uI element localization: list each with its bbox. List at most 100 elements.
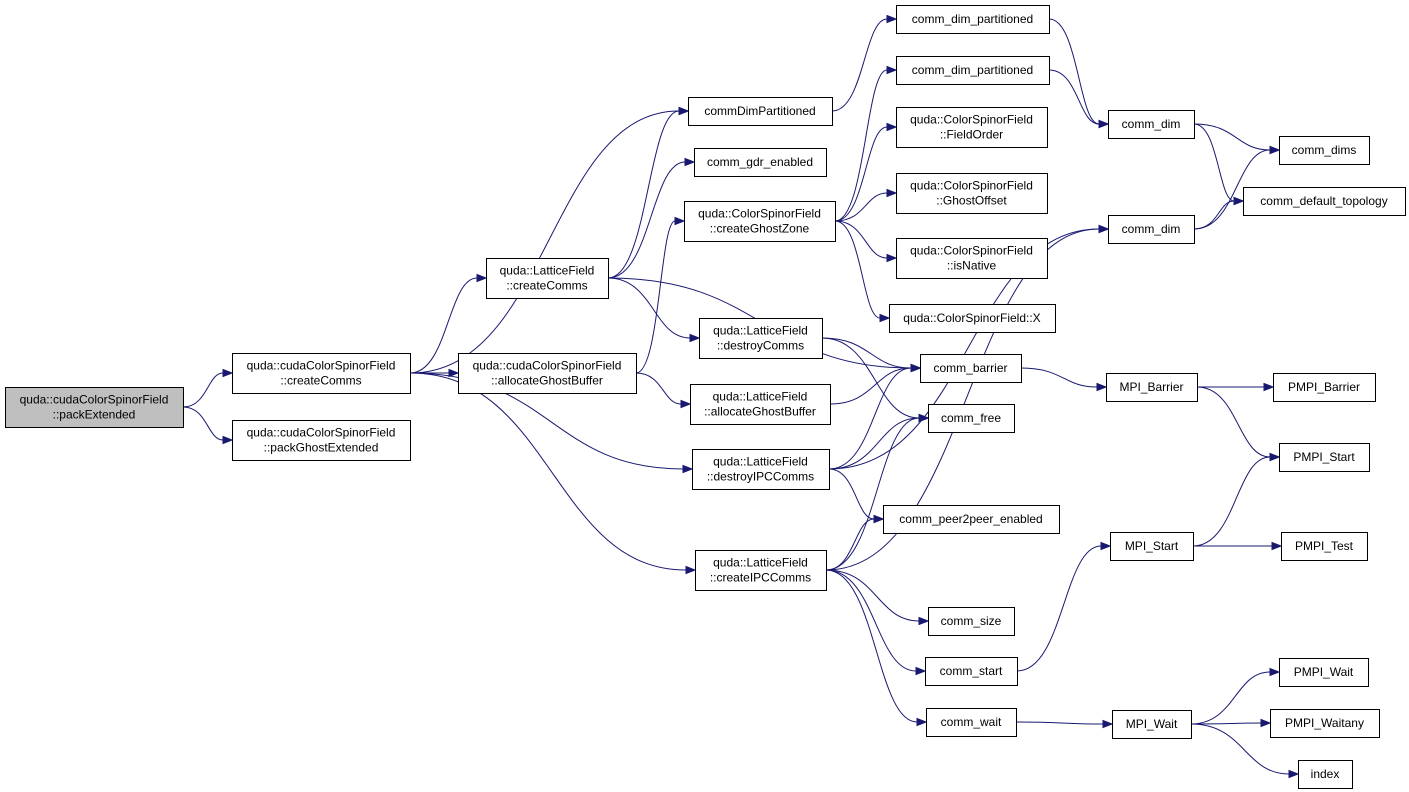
node-box bbox=[684, 201, 836, 242]
node-label: quda::ColorSpinorField bbox=[698, 207, 821, 221]
node-c-csf-allocate-ghost-buffer[interactable]: quda::cudaColorSpinorField::allocateGhos… bbox=[458, 353, 637, 394]
node-box bbox=[688, 97, 833, 126]
node-label: comm_dim_partitioned bbox=[912, 63, 1033, 77]
node-label: comm_peer2peer_enabled bbox=[899, 512, 1042, 526]
node-label: commDimPartitioned bbox=[704, 104, 815, 118]
node-label: comm_gdr_enabled bbox=[707, 155, 813, 169]
edge-line bbox=[635, 220, 676, 374]
node-box bbox=[1108, 110, 1195, 139]
node-lf-allocate-ghost-buffer[interactable]: quda::LatticeField::allocateGhostBuffer bbox=[690, 384, 831, 425]
node-comm-dim-partitioned[interactable]: commDimPartitioned bbox=[688, 97, 833, 126]
node-comm-dims[interactable]: comm_dims bbox=[1279, 136, 1370, 165]
edge-lf-allocate-ghost-buffer-to-comm-barrier bbox=[829, 363, 922, 405]
node-label: ::packGhostExtended bbox=[264, 441, 379, 455]
node-csf-create-ghost-zone[interactable]: quda::ColorSpinorField::createGhostZone bbox=[684, 201, 836, 242]
node-pack-extended[interactable]: quda::cudaColorSpinorField::packExtended bbox=[5, 387, 184, 428]
arrowhead bbox=[915, 666, 927, 676]
node-csf-is-native[interactable]: quda::ColorSpinorField::isNative bbox=[896, 238, 1048, 279]
node-label: PMPI_Waitany bbox=[1285, 716, 1364, 730]
node-box bbox=[1279, 443, 1370, 472]
node-comm-default-topology[interactable]: comm_default_topology bbox=[1243, 187, 1406, 216]
edge-line bbox=[825, 569, 917, 672]
node-comm-dim-2[interactable]: comm_dim bbox=[1108, 215, 1195, 244]
node-pmpi-wait[interactable]: PMPI_Wait bbox=[1279, 658, 1369, 687]
edge-line bbox=[607, 110, 680, 279]
edge-line bbox=[1193, 123, 1235, 202]
arrowhead bbox=[682, 464, 694, 474]
edge-comm-dim-partitioned-to-comm-dim-partitioned-1 bbox=[831, 14, 898, 112]
node-lf-create-comms[interactable]: quda::LatticeField::createComms bbox=[486, 258, 609, 299]
node-label: index bbox=[1311, 767, 1340, 781]
edge-line bbox=[1190, 723, 1290, 775]
edge-line bbox=[821, 337, 920, 419]
node-label: quda::cudaColorSpinorField bbox=[247, 359, 396, 373]
node-comm-dim-partitioned-2[interactable]: comm_dim_partitioned bbox=[896, 56, 1050, 85]
edge-line bbox=[834, 126, 888, 222]
arrowhead bbox=[680, 399, 692, 409]
node-box bbox=[920, 354, 1022, 383]
edge-line bbox=[825, 417, 920, 571]
edge-line bbox=[1196, 386, 1271, 458]
node-box bbox=[458, 353, 637, 394]
node-csf-x[interactable]: quda::ColorSpinorField::X bbox=[889, 304, 1056, 333]
edge-csf-create-ghost-zone-to-csf-ghost-offset bbox=[834, 188, 898, 222]
node-csf-field-order[interactable]: quda::ColorSpinorField::FieldOrder bbox=[896, 107, 1048, 148]
node-c-csf-create-comms[interactable]: quda::cudaColorSpinorField::createComms bbox=[232, 353, 411, 394]
node-pmpi-barrier[interactable]: PMPI_Barrier bbox=[1273, 373, 1376, 402]
node-comm-dim-1[interactable]: comm_dim bbox=[1108, 110, 1195, 139]
node-comm-free[interactable]: comm_free bbox=[928, 404, 1015, 433]
node-box bbox=[896, 56, 1050, 85]
node-pmpi-test[interactable]: PMPI_Test bbox=[1281, 532, 1368, 561]
node-pmpi-waitany[interactable]: PMPI_Waitany bbox=[1270, 709, 1380, 738]
edge-line bbox=[834, 220, 881, 319]
arrowhead bbox=[1263, 382, 1275, 392]
node-lf-destroy-ipccomms[interactable]: quda::LatticeField::destroyIPCComms bbox=[692, 449, 830, 490]
edge-line bbox=[831, 18, 888, 112]
node-box bbox=[1279, 658, 1369, 687]
node-label: comm_dims bbox=[1292, 143, 1357, 157]
node-comm-peer2peer-enabled[interactable]: comm_peer2peer_enabled bbox=[883, 505, 1060, 534]
node-box bbox=[1106, 373, 1198, 402]
node-label: ::createComms bbox=[506, 279, 587, 293]
arrowhead bbox=[918, 616, 930, 626]
edge-lf-create-ipccomms-to-comm-peer2peer-enabled bbox=[825, 514, 885, 571]
node-pmpi-start[interactable]: PMPI_Start bbox=[1279, 443, 1370, 472]
node-label: ::destroyIPCComms bbox=[707, 470, 814, 484]
node-label: quda::ColorSpinorField bbox=[910, 179, 1033, 193]
node-label: comm_dim bbox=[1122, 222, 1181, 236]
node-comm-gdr-enabled[interactable]: comm_gdr_enabled bbox=[694, 148, 827, 177]
node-label: quda::cudaColorSpinorField bbox=[247, 426, 396, 440]
edge-csf-create-ghost-zone-to-csf-is-native bbox=[834, 220, 898, 263]
node-mpi-start[interactable]: MPI_Start bbox=[1110, 532, 1194, 561]
edge-comm-dim-partitioned-2-to-comm-dim-1 bbox=[1048, 69, 1110, 129]
node-comm-barrier[interactable]: comm_barrier bbox=[920, 354, 1022, 383]
node-mpi-wait[interactable]: MPI_Wait bbox=[1112, 710, 1192, 739]
node-lf-create-ipccomms[interactable]: quda::LatticeField::createIPCComms bbox=[695, 550, 827, 591]
edge-line bbox=[409, 372, 687, 571]
node-comm-dim-partitioned-1[interactable]: comm_dim_partitioned bbox=[896, 5, 1050, 34]
node-pack-ghost-extended[interactable]: quda::cudaColorSpinorField::packGhostExt… bbox=[232, 420, 411, 461]
arrowhead bbox=[1096, 382, 1108, 392]
node-comm-wait[interactable]: comm_wait bbox=[926, 708, 1017, 737]
arrowhead bbox=[910, 363, 922, 373]
edge-c-csf-allocate-ghost-buffer-to-csf-create-ghost-zone bbox=[635, 216, 686, 374]
node-lf-destroy-comms[interactable]: quda::LatticeField::destroyComms bbox=[699, 318, 823, 359]
node-layer: quda::cudaColorSpinorField::packExtended… bbox=[5, 5, 1406, 789]
node-mpi-barrier[interactable]: MPI_Barrier bbox=[1106, 373, 1198, 402]
node-index[interactable]: index bbox=[1298, 760, 1353, 789]
node-comm-size[interactable]: comm_size bbox=[928, 607, 1015, 636]
arrowhead bbox=[689, 333, 701, 343]
node-label: MPI_Wait bbox=[1126, 717, 1178, 731]
node-csf-ghost-offset[interactable]: quda::ColorSpinorField::GhostOffset bbox=[896, 173, 1048, 214]
edge-line bbox=[1190, 671, 1271, 725]
edge-pack-extended-to-c-csf-create-comms bbox=[182, 368, 234, 408]
arrowhead bbox=[222, 368, 234, 378]
node-label: quda::ColorSpinorField bbox=[910, 244, 1033, 258]
arrowhead bbox=[678, 106, 690, 116]
arrowhead bbox=[873, 514, 885, 524]
node-label: quda::ColorSpinorField::X bbox=[903, 311, 1040, 325]
edge-lf-destroy-ipccomms-to-comm-free bbox=[828, 413, 930, 470]
edge-lf-create-ipccomms-to-comm-free bbox=[825, 413, 930, 571]
node-comm-start[interactable]: comm_start bbox=[925, 657, 1018, 686]
